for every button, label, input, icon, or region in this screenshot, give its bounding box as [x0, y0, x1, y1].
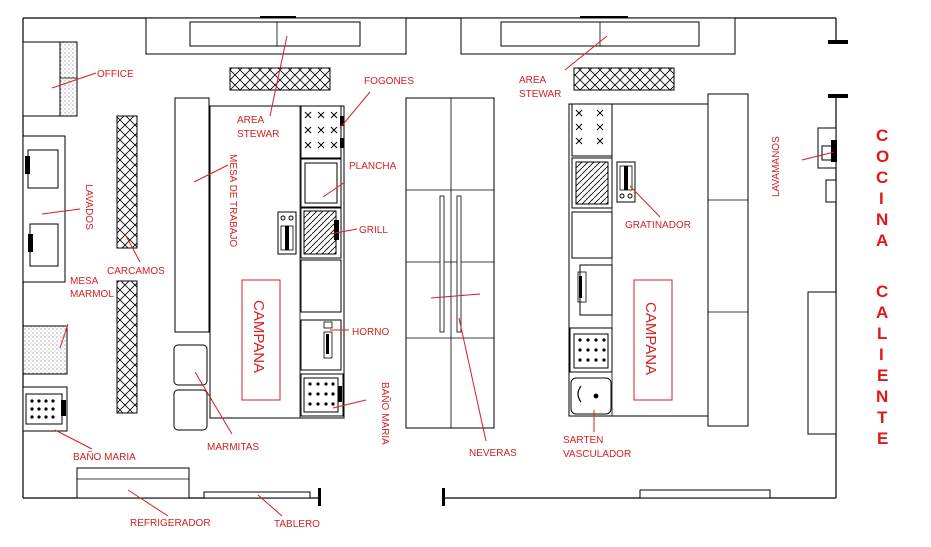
label-horno: HORNO	[352, 327, 389, 338]
bottom-right-counter	[639, 489, 771, 499]
title-letter: T	[877, 408, 888, 427]
title-letter: A	[876, 231, 888, 250]
label-fogones: FOGONES	[364, 76, 414, 87]
label-gratinador: GRATINADOR	[625, 220, 691, 231]
label-plancha: PLANCHA	[349, 161, 397, 172]
label-mesa-de-trabajo: MESA DE TRABAJO	[227, 154, 238, 247]
label-area-stewar-right-2: STEWAR	[519, 89, 561, 100]
title-letter: O	[876, 147, 889, 166]
label-area-stewar-left-1: AREA	[237, 115, 265, 126]
label-tablero: TABLERO	[274, 519, 320, 530]
lavamanos-unit	[817, 127, 837, 203]
label-grill: GRILL	[359, 225, 388, 236]
title-cocina-caliente: C O C I N A C A L I E N T E	[876, 126, 889, 448]
neveras-unit	[405, 97, 495, 429]
title-letter: E	[877, 429, 888, 448]
label-bano-maria-left: BAÑO MARIA	[73, 450, 136, 463]
island-right	[568, 93, 749, 427]
label-neveras: NEVERAS	[469, 448, 517, 459]
title-letter: N	[876, 387, 888, 406]
title-letter: E	[877, 366, 888, 385]
mesa-marmol	[22, 325, 68, 375]
top-counter-right	[460, 17, 736, 55]
island-left	[209, 105, 345, 419]
label-lavados: LAVADOS	[83, 184, 94, 230]
marmitas-unit	[173, 344, 208, 431]
label-area-stewar-right-1: AREA	[519, 75, 547, 86]
label-office: OFFICE	[97, 69, 134, 80]
label-area-stewar-left-2: STEWAR	[237, 129, 279, 140]
label-sarten-2: VASCULADOR	[563, 449, 631, 460]
label-carcamos: CARCAMOS	[107, 266, 165, 277]
label-mesa-marmol-2: MARMOL	[70, 289, 114, 300]
title-letter: A	[876, 303, 888, 322]
carcamo-lower	[116, 280, 138, 414]
label-bano-maria-center: BAÑO MARIA	[379, 382, 392, 445]
title-letter: C	[876, 282, 888, 301]
title-letter: C	[876, 168, 888, 187]
carcamo-upper	[116, 115, 138, 249]
office-area	[22, 41, 78, 117]
mesa-de-trabajo-table	[174, 97, 210, 333]
tablero-unit	[203, 491, 311, 499]
label-sarten-1: SARTEN	[563, 435, 603, 446]
right-wall-table	[807, 291, 837, 435]
top-counter-left	[145, 17, 407, 55]
label-refrigerador: REFRIGERADOR	[130, 518, 211, 529]
leader-lines	[41, 35, 835, 517]
label-lavamanos: LAVAMANOS	[771, 136, 782, 197]
label-campana-left: CAMPANA	[250, 300, 267, 373]
title-letter: L	[877, 324, 887, 343]
title-letter: I	[879, 345, 884, 364]
extraction-bar-right	[573, 67, 675, 91]
title-letter: I	[879, 189, 884, 208]
title-letter: N	[876, 210, 888, 229]
label-mesa-marmol-1: MESA	[70, 276, 99, 287]
title-letter: C	[876, 126, 888, 145]
lavados-sink-unit	[22, 135, 66, 283]
bano-maria-left-unit	[22, 386, 68, 432]
label-marmitas: MARMITAS	[207, 442, 259, 453]
label-campana-right: CAMPANA	[642, 302, 659, 375]
labels: OFFICE LAVADOS CARCAMOS MESA MARMOL BAÑO…	[70, 69, 782, 530]
